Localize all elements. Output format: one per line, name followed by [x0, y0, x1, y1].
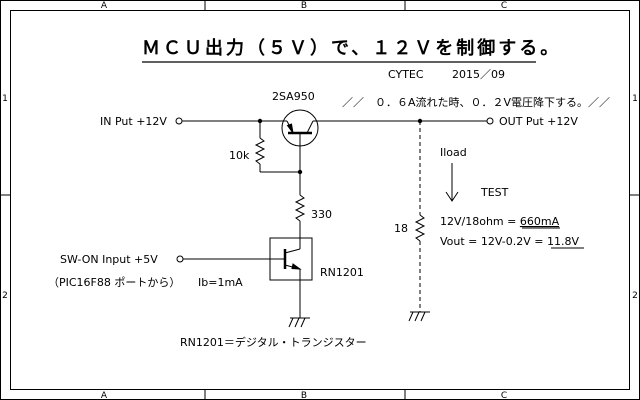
calc-voltage-line: Vout = 12V-0.2V = 11.8V	[440, 235, 579, 248]
input-label: IN Put +12V	[100, 115, 167, 128]
rn1201-description: RN1201＝デジタル・トランジスター	[180, 335, 367, 349]
frame-col-c-bottom: C	[501, 391, 507, 400]
digital-transistor-rn1201	[269, 237, 313, 318]
load-branch	[414, 121, 426, 312]
frame-row-1-right: 1	[632, 94, 638, 104]
output-terminal	[486, 117, 494, 125]
digital-transistor-label: RN1201	[320, 266, 364, 279]
frame-col-a-top: A	[101, 1, 108, 11]
frame-col-b-bottom: B	[301, 391, 307, 400]
frame-row-2-right: 2	[632, 291, 638, 301]
pnp-transistor-2sa950	[281, 109, 319, 172]
page-title: ＭＣＵ出力（５Ｖ）で、１２Ｖを制御する。	[142, 37, 561, 59]
iload-label: Iload	[440, 146, 467, 159]
pic-source-label: （PIC16F88 ポートから）	[48, 276, 180, 289]
voltage-drop-note: ／／ ０．６A流れた時、０．２V電圧降下する。／／	[342, 95, 610, 109]
ground-symbol-transistor	[288, 317, 310, 328]
base-current-label: Ib=1mA	[198, 276, 243, 289]
junction-dot-load	[417, 118, 423, 124]
resistor-10k-label: 10k	[229, 149, 250, 162]
resistor-330	[294, 172, 306, 238]
frame-col-a-bottom: A	[101, 391, 108, 400]
calc-current-prefix: 12V/18ohm =	[440, 215, 520, 228]
sw-on-label: SW-ON Input +5V	[60, 253, 158, 266]
frame-col-c-top: C	[501, 1, 507, 11]
sw-on-terminal	[176, 255, 184, 263]
date-label: 2015／09	[452, 68, 505, 81]
load-resistor-label: 18	[394, 222, 408, 235]
resistor-330-label: 330	[311, 208, 332, 221]
calc-voltage-value: 11.8V	[547, 235, 579, 248]
frame-row-1-left: 1	[2, 94, 8, 104]
frame-col-b-top: B	[301, 1, 307, 11]
author-label: CYTEC	[388, 68, 424, 81]
ground-symbol-load	[408, 311, 430, 322]
iload-arrow-icon	[445, 163, 459, 202]
input-terminal	[175, 117, 183, 125]
calc-voltage-prefix: Vout = 12V-0.2V =	[440, 235, 547, 248]
output-label: OUT Put +12V	[499, 115, 578, 128]
resistor-10k	[254, 121, 300, 173]
calc-current-line: 12V/18ohm = 660mA	[440, 215, 560, 228]
calc-current-value: 660mA	[520, 215, 560, 228]
pnp-transistor-label: 2SA950	[272, 90, 315, 103]
test-label: TEST	[480, 186, 509, 199]
frame-row-2-left: 2	[2, 291, 8, 301]
